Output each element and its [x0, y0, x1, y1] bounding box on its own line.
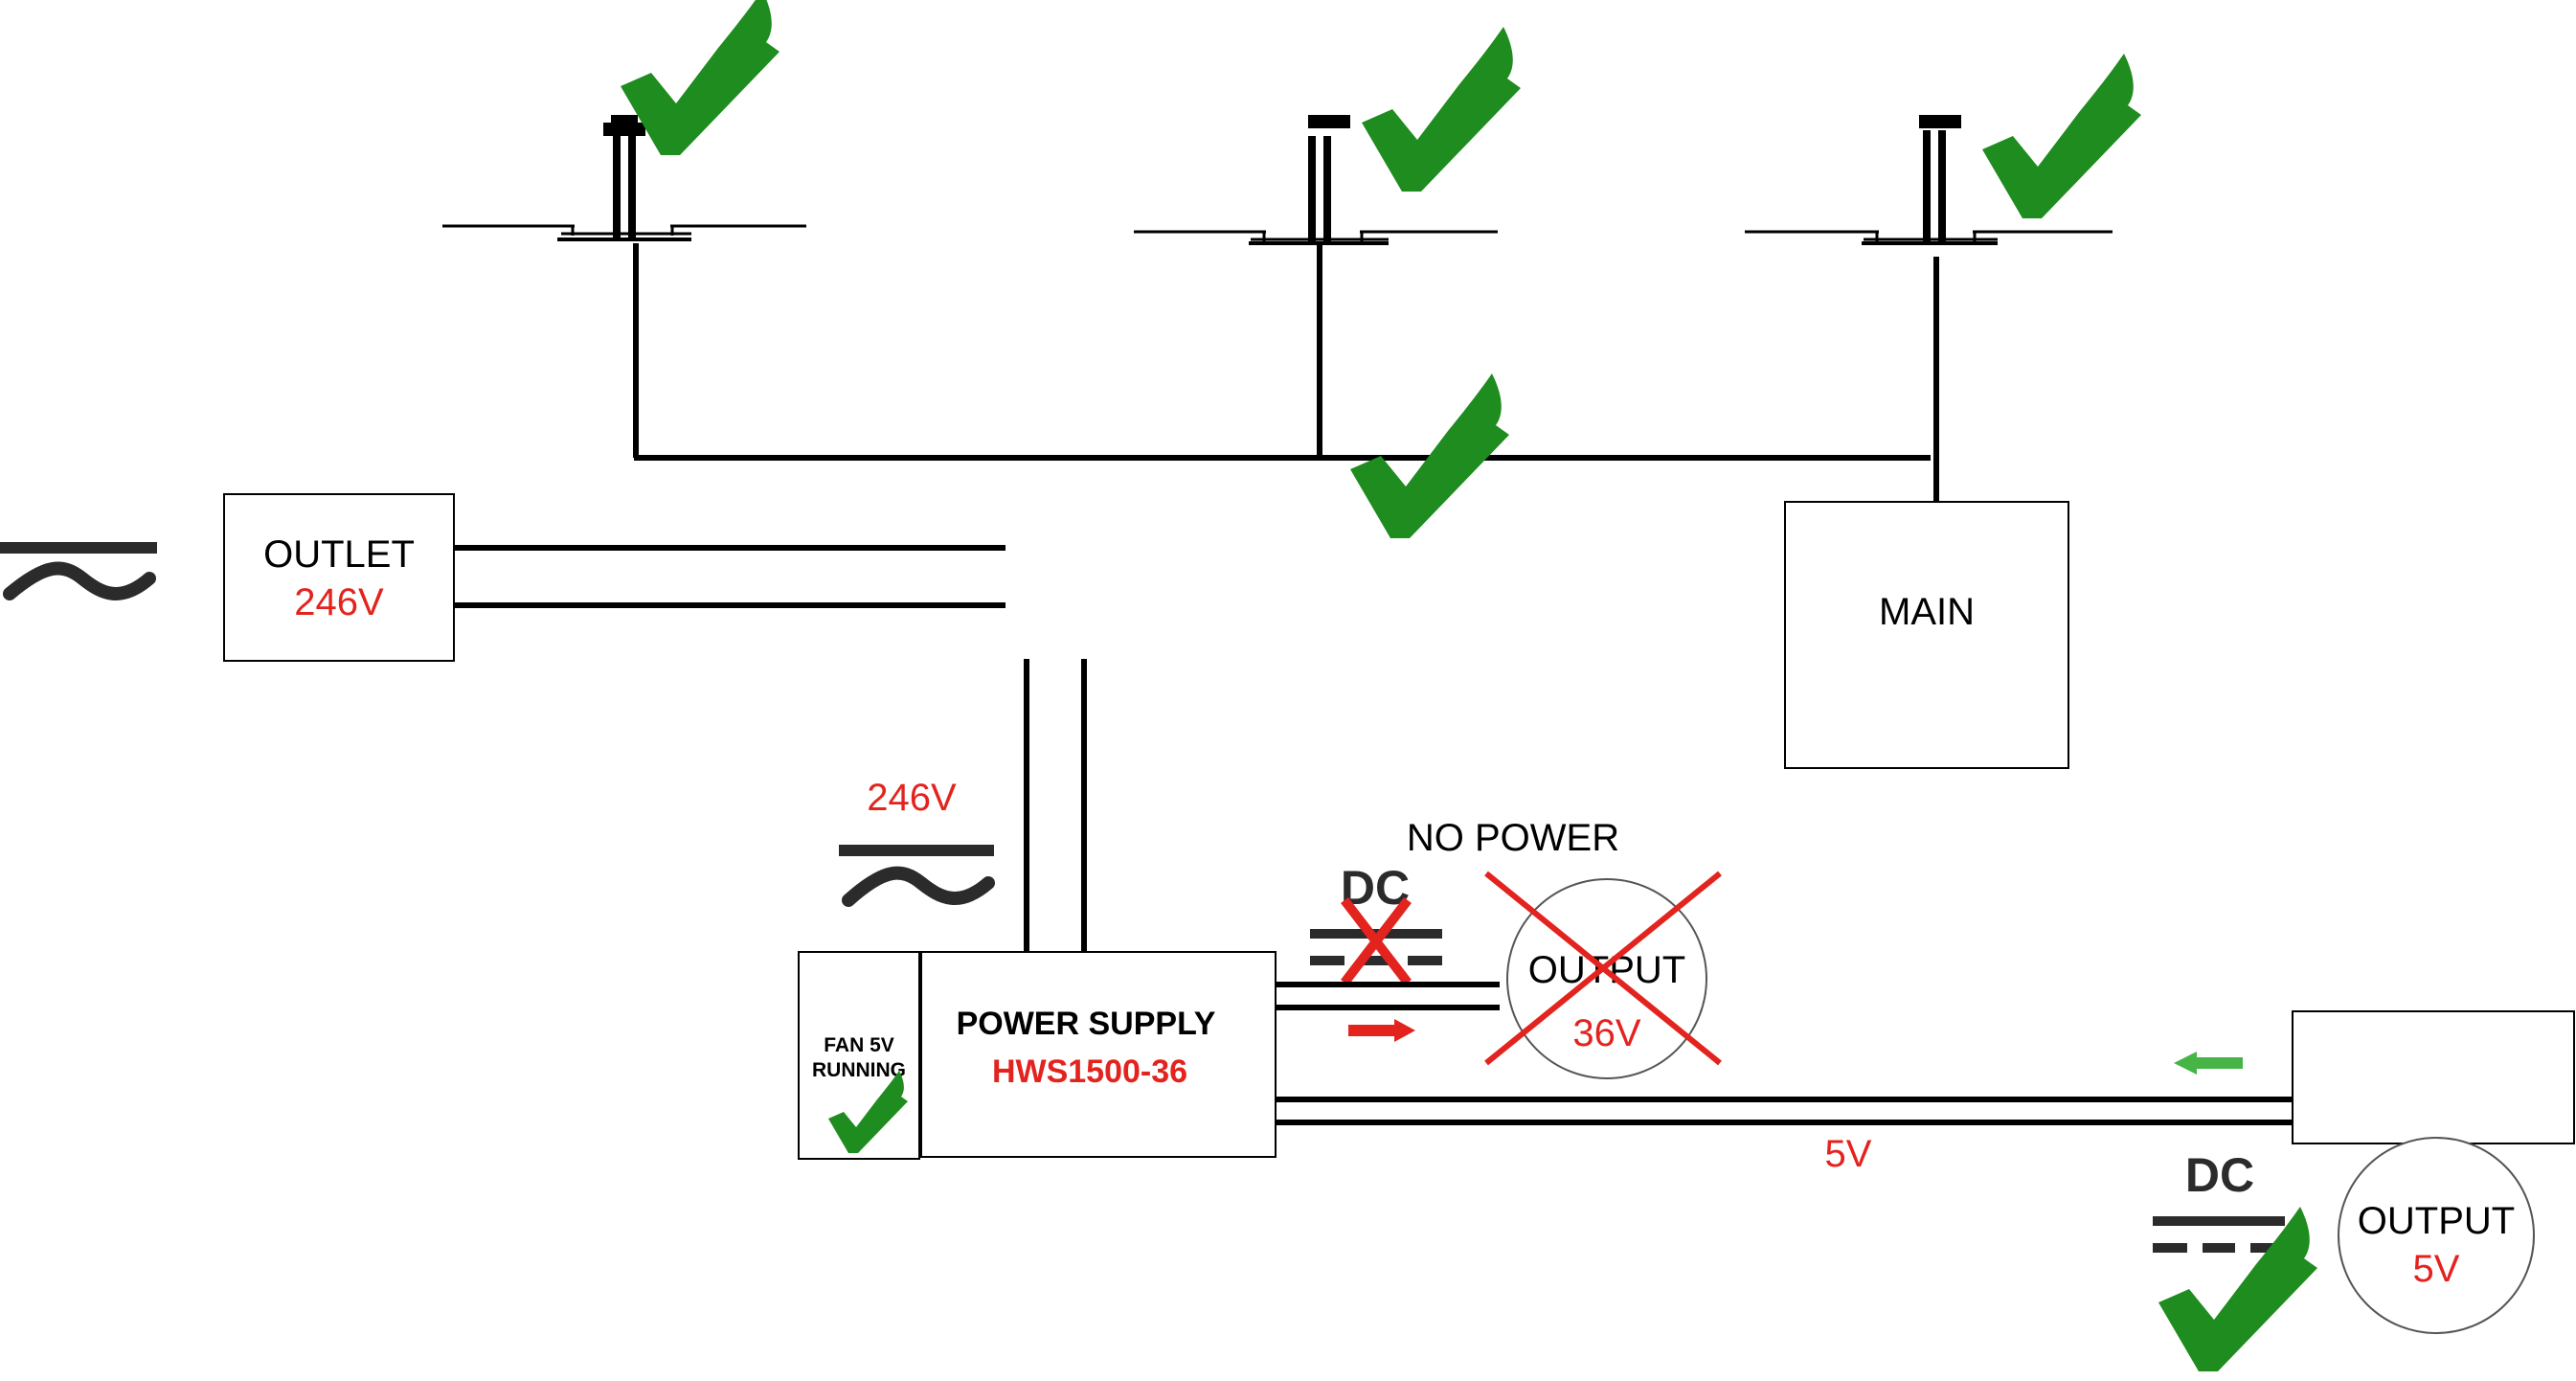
outlet-wires — [454, 545, 1087, 952]
dc-5v-section: 5V DC OUTPUT 5V — [1276, 1010, 2575, 1371]
x-mark-icon — [1484, 871, 1722, 1066]
check-icon — [1362, 27, 1521, 192]
arrow-left-icon — [2174, 1052, 2243, 1075]
fan-box: FAN 5V RUNNING — [798, 951, 920, 1160]
fixture-icon — [1134, 115, 1498, 245]
power-supply-title: POWER SUPPLY — [957, 1006, 1216, 1042]
outlet-label: OUTLET — [263, 533, 415, 576]
fixture-2 — [1134, 27, 1521, 245]
dc-36v-section: NO POWER DC OUTPUT 36V — [1276, 817, 1722, 1079]
dc-5v-symbol-label: DC — [2185, 1148, 2254, 1202]
ac-sine-icon — [0, 542, 157, 600]
power-supply-model: HWS1500-36 — [992, 1053, 1187, 1090]
output-5v-circle: OUTPUT 5V — [2338, 1137, 2535, 1334]
power-supply-box: POWER SUPPLY HWS1500-36 — [920, 951, 1277, 1158]
ceiling-wiring — [633, 243, 1939, 502]
fixture-1 — [442, 0, 806, 241]
device-5v-box — [2292, 1010, 2575, 1144]
outlet-voltage: 246V — [294, 581, 384, 623]
dc-symbol-icon: DC — [2153, 1148, 2285, 1253]
output-5v-voltage: 5V — [2413, 1248, 2460, 1290]
main-label: MAIN — [1879, 591, 1975, 633]
fixture-icon — [442, 115, 806, 241]
no-power-label: NO POWER — [1407, 817, 1619, 859]
ac-input-voltage: 246V — [867, 777, 957, 819]
output-36v-voltage: 36V — [1572, 1012, 1640, 1054]
arrow-right-icon — [1348, 1019, 1415, 1042]
fan-label-line2: RUNNING — [812, 1059, 906, 1081]
fan-label-line1: FAN 5V — [824, 1034, 894, 1056]
output-5v-title: OUTPUT — [2358, 1200, 2515, 1242]
fixture-icon — [1745, 115, 2113, 245]
main-box: MAIN — [1784, 501, 2069, 769]
check-icon — [1982, 54, 2141, 218]
dc-symbol-icon: DC — [1310, 861, 1442, 965]
dc-5v-line-voltage: 5V — [1825, 1133, 1872, 1175]
fixture-3 — [1745, 54, 2141, 245]
check-icon — [2158, 1207, 2317, 1371]
ac-sine-icon — [839, 845, 995, 907]
x-mark-icon — [1341, 896, 1412, 986]
outlet-box: OUTLET 246V — [223, 493, 455, 662]
